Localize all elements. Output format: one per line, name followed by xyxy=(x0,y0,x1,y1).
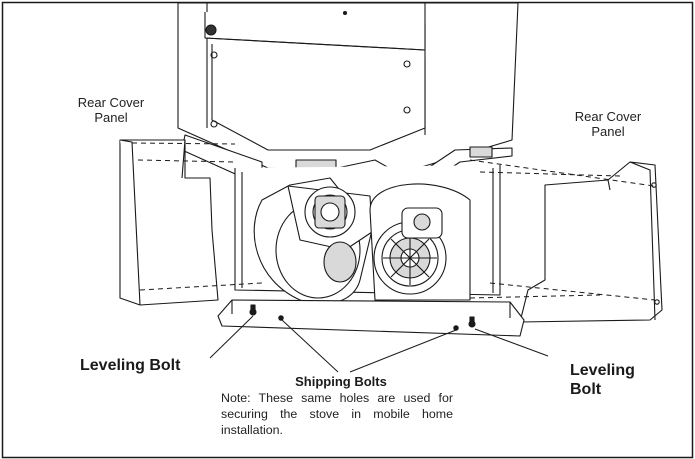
rear-cover-panel-right-line1: Rear Cover xyxy=(574,109,642,124)
leveling-bolt-right-line2: Bolt xyxy=(570,381,602,399)
leveling-bolt-right-line1: Leveling xyxy=(570,362,635,379)
rear-cover-panel-left-label: Rear Cover Panel xyxy=(70,95,152,125)
rear-cover-panel-left-line1: Rear Cover xyxy=(77,95,145,110)
base-plate xyxy=(217,299,525,337)
left-blower xyxy=(253,177,373,305)
shipping-bolts-label: Shipping Bolts xyxy=(295,374,387,389)
mobile-home-note: Note: These same holes are used for secu… xyxy=(221,391,453,437)
alignment-guides xyxy=(131,142,656,301)
stove-body xyxy=(177,2,519,169)
right-fan xyxy=(369,183,471,301)
leveling-bolt-right-label: Leveling Bolt xyxy=(570,361,635,399)
right-rear-cover-panel xyxy=(519,161,663,323)
leveling-bolt-left-label: Leveling Bolt xyxy=(80,357,181,374)
rear-cover-panel-right-label: Rear Cover Panel xyxy=(567,109,649,139)
left-rear-cover-panel xyxy=(119,139,219,306)
leader-lines xyxy=(209,315,549,373)
rear-cover-panel-right-line2: Panel xyxy=(591,123,625,139)
rear-cover-panel-left-line2: Panel xyxy=(94,109,128,125)
